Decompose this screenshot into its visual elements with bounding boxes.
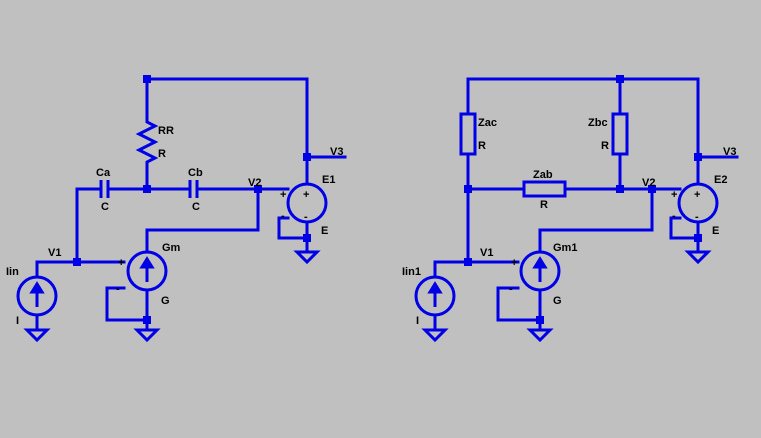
resistor-rr <box>135 118 159 166</box>
label-v3: V3 <box>330 146 343 158</box>
node-junction <box>694 234 702 242</box>
svg-text:+: + <box>280 189 286 201</box>
ground-iin1 <box>421 328 449 343</box>
label-e2: E2 <box>714 174 727 186</box>
gm1-source: + - <box>509 250 561 295</box>
label-v2: V2 <box>642 177 655 189</box>
label-iin1-value: I <box>416 315 419 327</box>
node-junction <box>143 75 151 83</box>
node-junction <box>616 75 624 83</box>
label-zac-value: R <box>478 140 486 152</box>
label-iin: Iin <box>6 266 19 278</box>
label-ca: Ca <box>96 167 111 179</box>
capacitor-cb <box>188 180 199 198</box>
node-v2 <box>648 185 656 193</box>
svg-text:+: + <box>118 257 124 269</box>
left-circuit: + - + - + - RR R Ca C Cb C V1 V2 V3 <box>6 75 347 343</box>
svg-text:+: + <box>511 257 517 269</box>
left-wires <box>35 77 347 332</box>
label-zab-value: R <box>540 199 548 211</box>
node-junction <box>464 185 472 193</box>
ground-gm1 <box>526 328 554 343</box>
node-v3 <box>694 153 702 161</box>
e1-source: + - + - <box>280 182 328 224</box>
label-iin-value: I <box>16 315 19 327</box>
node-junction <box>303 234 311 242</box>
label-v3: V3 <box>723 146 736 158</box>
resistor-zac <box>459 112 477 156</box>
node-junction <box>536 316 544 324</box>
label-v1: V1 <box>480 247 493 259</box>
label-gm: Gm <box>162 242 181 254</box>
label-cb: Cb <box>188 167 203 179</box>
label-zab: Zab <box>533 169 553 181</box>
label-rr: RR <box>158 125 174 137</box>
svg-text:+: + <box>694 189 700 201</box>
node-v1 <box>73 258 81 266</box>
node-v3 <box>303 153 311 161</box>
label-zbc-value: R <box>601 140 609 152</box>
label-zac: Zac <box>478 117 497 129</box>
label-iin1: Iin1 <box>402 266 421 278</box>
svg-text:-: - <box>281 210 285 222</box>
label-rr-value: R <box>158 148 166 160</box>
svg-text:-: - <box>116 283 120 295</box>
right-wires <box>433 77 739 332</box>
node-v1 <box>464 258 472 266</box>
current-source-iin <box>16 275 58 317</box>
ground-e1 <box>293 250 321 265</box>
ground-gm-left <box>133 328 161 343</box>
node-v2 <box>254 185 262 193</box>
ground-iin-left <box>23 328 51 343</box>
svg-text:+: + <box>671 189 677 201</box>
resistor-zab <box>522 180 567 198</box>
svg-text:+: + <box>303 189 309 201</box>
label-e1-value: E <box>321 225 328 237</box>
label-ca-value: C <box>101 201 109 213</box>
label-gm-value: G <box>161 295 170 307</box>
gm-source: + - <box>116 250 168 295</box>
right-circuit: + - + - + - Zac R Zbc R Zab R V1 V2 <box>402 75 739 343</box>
label-cb-value: C <box>192 201 200 213</box>
resistor-zbc <box>611 112 629 156</box>
ground-e2 <box>684 250 712 265</box>
svg-text:-: - <box>672 210 676 222</box>
svg-text:-: - <box>695 211 699 223</box>
capacitor-ca <box>99 180 110 198</box>
current-source-iin1 <box>414 275 456 317</box>
label-gm1: Gm1 <box>553 242 577 254</box>
label-zbc: Zbc <box>588 117 608 129</box>
node-junction <box>616 185 624 193</box>
node-junction <box>143 185 151 193</box>
node-junction <box>143 316 151 324</box>
label-gm1-value: G <box>553 295 562 307</box>
label-e1: E1 <box>322 174 335 186</box>
svg-text:-: - <box>509 283 513 295</box>
label-e2-value: E <box>712 225 719 237</box>
svg-text:-: - <box>304 211 308 223</box>
e2-source: + - + - <box>671 182 719 224</box>
label-v1: V1 <box>48 247 61 259</box>
label-v2: V2 <box>248 177 261 189</box>
